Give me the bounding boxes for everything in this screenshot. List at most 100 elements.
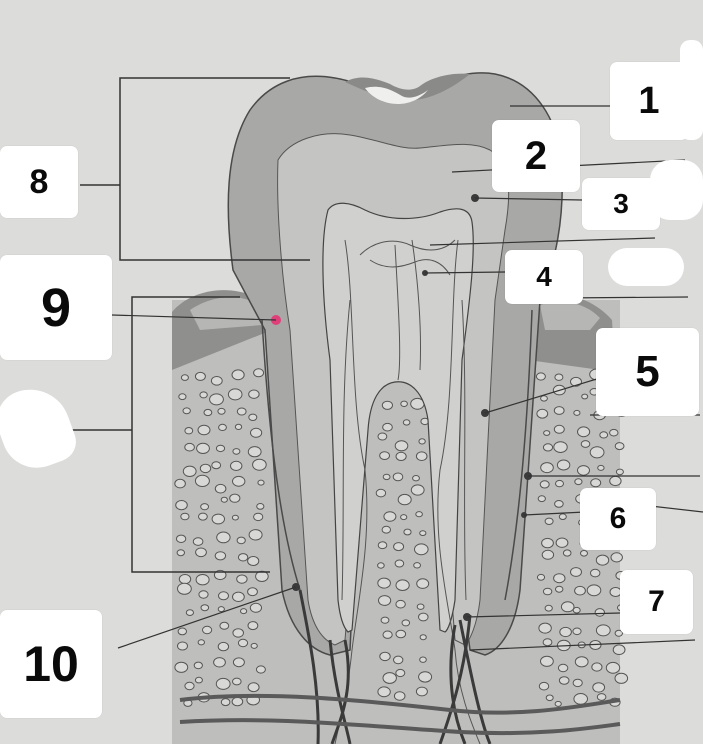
bone-pore: [559, 626, 572, 638]
bone-pore: [217, 407, 226, 415]
bone-pore: [182, 465, 197, 477]
bone-pore: [609, 428, 619, 437]
redaction-blob-right-upper: [650, 160, 703, 220]
bone-pore: [237, 638, 249, 648]
bone-pore: [194, 676, 203, 684]
bone-pore: [553, 441, 568, 454]
bone-pore: [229, 493, 241, 503]
bone-pore: [178, 393, 187, 401]
bone-pore: [400, 400, 408, 407]
bone-pore: [580, 440, 591, 448]
bone-pore: [540, 655, 554, 667]
bone-pore: [253, 512, 264, 522]
bone-pore: [184, 442, 195, 452]
bone-pore: [416, 603, 425, 610]
bone-pore: [194, 474, 210, 487]
bone-pore: [177, 582, 192, 595]
bone-pore: [419, 634, 427, 641]
bone-pore: [412, 475, 420, 482]
bone-pore: [217, 641, 230, 652]
bone-pore: [555, 537, 569, 548]
bone-pore: [198, 512, 208, 521]
bone-pore: [609, 475, 622, 487]
bone-pore: [393, 691, 406, 701]
pulp: [322, 202, 474, 633]
bone-pore: [184, 427, 194, 435]
bone-pore: [395, 629, 407, 639]
bone-pore: [540, 395, 548, 402]
bone-pore: [589, 446, 605, 459]
bone-pore: [180, 374, 189, 381]
bone-pore: [200, 604, 210, 612]
bone-pore: [375, 488, 387, 498]
bone-pore: [605, 661, 621, 674]
bone-pore: [410, 484, 425, 496]
bone-pore: [392, 472, 404, 482]
bone-pore: [395, 579, 410, 592]
label-2: 2: [492, 120, 580, 192]
bone-pore: [553, 424, 565, 434]
bone-pore: [198, 590, 209, 599]
bone-pore: [175, 534, 187, 543]
bone-pore: [536, 408, 549, 419]
bone-pore: [377, 562, 385, 569]
bone-pore: [393, 655, 404, 665]
bone-pore: [395, 599, 406, 609]
bone-pore: [230, 460, 243, 471]
bone-pore: [209, 393, 224, 406]
bone-pore: [544, 604, 553, 612]
bone-pore: [542, 443, 554, 452]
bone-pore: [555, 479, 564, 488]
bone-pore: [558, 676, 570, 685]
bone-pore: [610, 552, 623, 563]
bone-pore: [377, 686, 391, 698]
bone-pore: [218, 423, 227, 431]
bone-pore: [381, 525, 391, 534]
label-8: 8: [0, 146, 78, 218]
bone-pore: [554, 373, 564, 381]
bone-pore: [236, 574, 248, 584]
bone-pore: [197, 424, 211, 436]
bone-pore: [590, 568, 601, 578]
redaction-blob-right-mid: [608, 248, 684, 286]
bone-pore: [236, 407, 247, 416]
bone-pore: [175, 500, 188, 511]
bone-pore: [213, 657, 226, 668]
redaction-blob-right-top: [680, 40, 703, 140]
bone-pore: [177, 641, 188, 651]
bone-pore: [573, 409, 581, 416]
bone-pore: [594, 608, 605, 617]
bone-pore: [231, 514, 239, 521]
bone-pore: [419, 656, 427, 663]
bone-pore: [195, 547, 207, 558]
bone-pore: [211, 513, 226, 525]
bone-pore: [395, 668, 406, 678]
bone-pore: [219, 621, 230, 630]
label-7: 7: [620, 570, 693, 634]
bone-pore: [397, 493, 412, 506]
bone-pore: [176, 549, 186, 557]
bone-pore: [542, 638, 553, 647]
bone-pore: [236, 536, 246, 545]
bone-pore: [231, 369, 245, 381]
bone-pore: [415, 686, 428, 697]
label-5: 5: [596, 328, 699, 416]
bone-pore: [234, 423, 243, 430]
bone-pore: [596, 693, 607, 701]
bone-pore: [202, 625, 213, 635]
bone-pore: [377, 432, 388, 441]
bone-pore: [570, 567, 582, 577]
bone-pore: [250, 427, 263, 438]
bone-pore: [400, 514, 408, 521]
bone-pore: [220, 698, 231, 707]
bone-pore: [232, 591, 245, 602]
bone-pore: [216, 531, 231, 544]
bone-pore: [232, 475, 246, 487]
bone-pore: [247, 446, 262, 458]
bone-pore: [199, 463, 212, 474]
bone-pore: [382, 422, 393, 432]
bone-pore: [415, 511, 423, 518]
bone-pore: [195, 574, 210, 586]
bone-pore: [232, 657, 245, 668]
bone-pore: [196, 442, 210, 454]
